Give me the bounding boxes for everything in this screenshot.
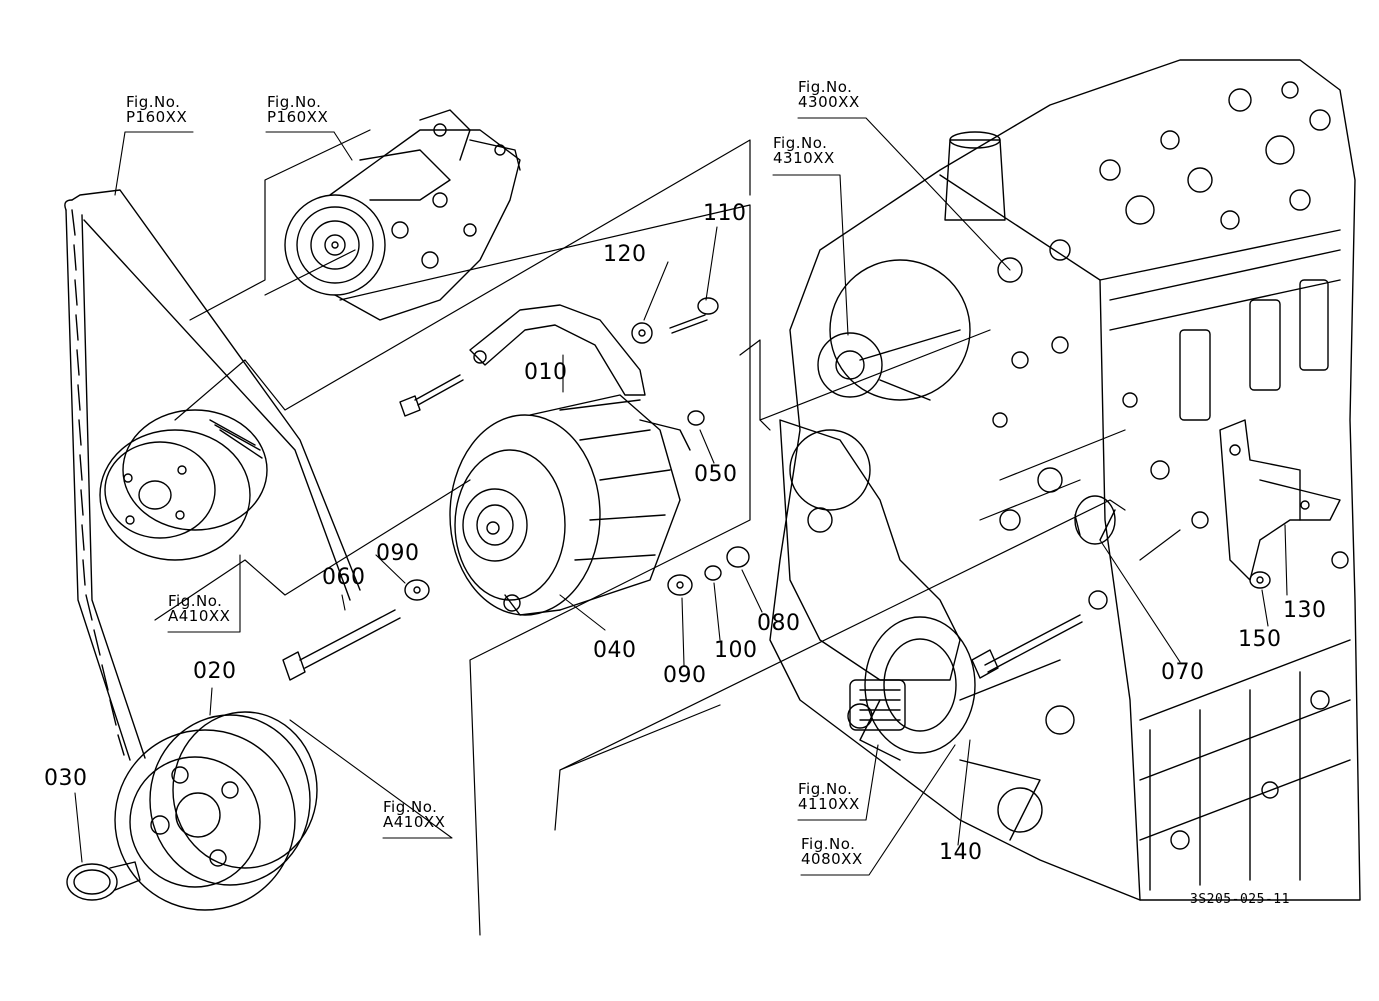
fig-ref-label: Fig.No. xyxy=(267,93,322,111)
part-number-150: 150 xyxy=(1238,627,1282,652)
fig-ref-4300: Fig.No. 4300XX xyxy=(798,80,860,110)
part-number-090-lower: 090 xyxy=(663,663,707,688)
fig-ref-code: P160XX xyxy=(267,108,329,126)
part-number-110: 110 xyxy=(703,201,747,226)
engine-block-drawing xyxy=(769,59,1361,901)
explosion-lines xyxy=(154,129,1181,936)
part-number-080: 080 xyxy=(757,611,801,636)
part-number-040: 040 xyxy=(593,638,637,663)
fig-ref-p160-left: Fig.No. P160XX xyxy=(126,95,187,125)
fig-ref-label: Fig.No. xyxy=(168,592,223,610)
part-number-140: 140 xyxy=(939,840,983,865)
fig-ref-a410-upper: Fig.No. A410XX xyxy=(168,594,230,624)
fig-ref-a410-lower: Fig.No. A410XX xyxy=(383,800,445,830)
fig-ref-label: Fig.No. xyxy=(798,78,853,96)
fig-ref-code: 4310XX xyxy=(773,149,835,167)
part-number-100: 100 xyxy=(714,638,758,663)
fig-ref-p160-right: Fig.No. P160XX xyxy=(267,95,328,125)
part-number-070: 070 xyxy=(1161,660,1205,685)
fig-ref-label: Fig.No. xyxy=(798,780,853,798)
fig-ref-label: Fig.No. xyxy=(773,134,828,152)
drawing-code: 3S205-025-11 xyxy=(1190,892,1290,907)
part-number-090-upper: 090 xyxy=(376,541,420,566)
fig-ref-4310: Fig.No. 4310XX xyxy=(773,136,835,166)
part-number-050: 050 xyxy=(694,462,738,487)
pulley-upper-drawing xyxy=(99,409,268,561)
fig-ref-code: A410XX xyxy=(383,813,446,831)
fan-belt-drawing xyxy=(64,189,361,761)
fig-ref-4110: Fig.No. 4110XX xyxy=(798,782,860,812)
fig-ref-label: Fig.No. xyxy=(126,93,181,111)
part-number-020: 020 xyxy=(193,659,237,684)
part-number-030: 030 xyxy=(44,766,88,791)
leader-lines xyxy=(74,117,1288,876)
fig-ref-4080: Fig.No. 4080XX xyxy=(801,837,863,867)
part-number-120: 120 xyxy=(603,242,647,267)
compressor-drawing xyxy=(284,109,521,321)
part-number-060: 060 xyxy=(322,565,366,590)
fig-ref-code: P160XX xyxy=(126,108,188,126)
part-number-130: 130 xyxy=(1283,598,1327,623)
fig-ref-code: A410XX xyxy=(168,607,231,625)
crank-pulley-drawing xyxy=(66,711,318,911)
fig-ref-code: 4080XX xyxy=(801,850,863,868)
alternator-drawing xyxy=(282,297,750,681)
fig-ref-label: Fig.No. xyxy=(383,798,438,816)
fig-ref-code: 4300XX xyxy=(798,93,860,111)
fig-ref-label: Fig.No. xyxy=(801,835,856,853)
fig-ref-code: 4110XX xyxy=(798,795,860,813)
part-number-010: 010 xyxy=(524,360,568,385)
